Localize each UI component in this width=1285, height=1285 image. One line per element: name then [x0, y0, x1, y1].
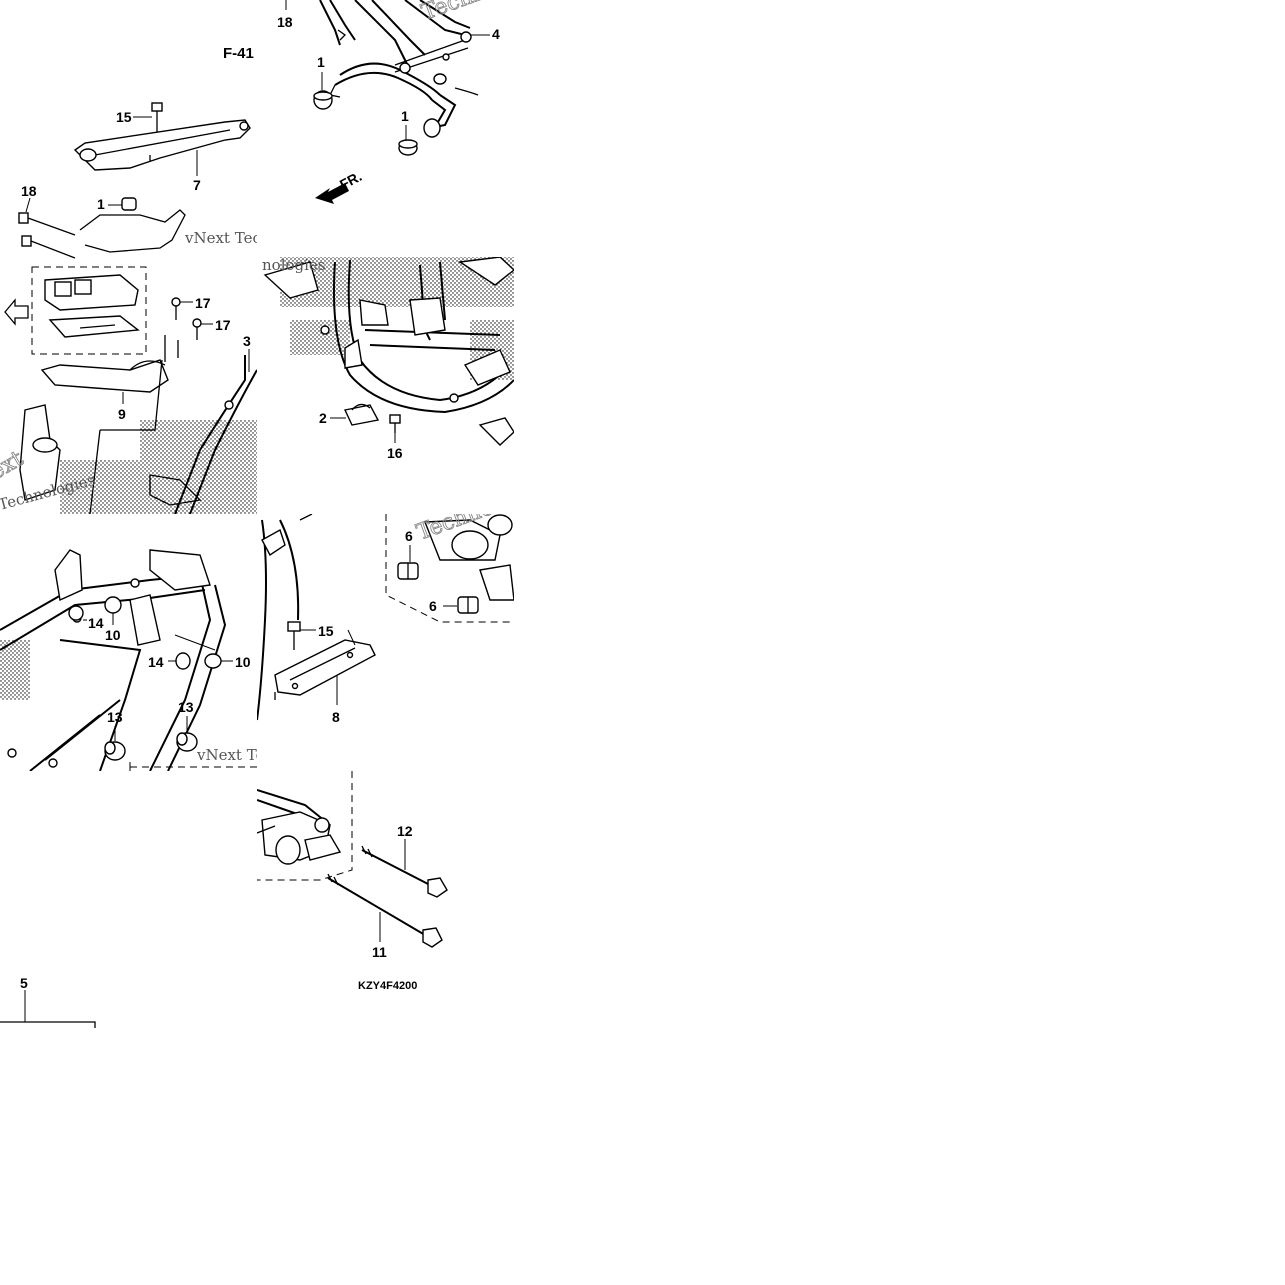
callout-7: 7 [193, 177, 201, 193]
drawing-code: KZY4F4200 [358, 980, 417, 992]
watermark: vNext Tec [184, 229, 261, 247]
callout-6: 6 [405, 528, 413, 544]
callout-13: 13 [178, 699, 194, 715]
bushing-part-1-left [313, 90, 333, 110]
bolt-part-15 [287, 621, 301, 650]
long-bolt-11 [327, 873, 443, 948]
collar-part-13-right [176, 732, 198, 752]
mount-rubber-6-lower [457, 596, 479, 614]
bushing-part-1-right [398, 139, 418, 156]
watermark: nologies [262, 256, 326, 274]
callout-14: 14 [148, 654, 164, 670]
callout-12: 12 [397, 823, 413, 839]
callout-6: 6 [429, 598, 437, 614]
callout-15: 15 [318, 623, 334, 639]
callout-5: 5 [20, 975, 28, 991]
tile-fragment: 5 [0, 975, 96, 1028]
long-bolt-12 [361, 845, 448, 898]
callout-9: 9 [118, 406, 126, 422]
callout-16: 16 [387, 445, 403, 461]
callout-4: 4 [492, 26, 500, 42]
tile-mount-bracket: 6 6 15 8 Technologies [257, 514, 514, 725]
ecu-unit [44, 274, 140, 338]
callout-18: 18 [21, 183, 37, 199]
tile-long-bolts: 12 11 KZY4F4200 [257, 771, 448, 992]
callout-3: 3 [243, 333, 251, 349]
tile-main-frame: 2 16 nologies [262, 256, 514, 461]
clamp-part-2 [343, 403, 380, 426]
callout-10: 10 [105, 627, 121, 643]
callout-10: 10 [235, 654, 251, 670]
callout-14: 14 [88, 615, 104, 631]
callout-17: 17 [195, 295, 211, 311]
mount-rubber-6-upper [397, 562, 419, 580]
callout-17: 17 [215, 317, 231, 333]
callout-1: 1 [97, 196, 105, 212]
callout-13: 13 [107, 709, 123, 725]
callout-2: 2 [319, 410, 327, 426]
bracket-part-8 [274, 639, 376, 700]
callout-11: 11 [372, 944, 387, 960]
tile-ecu-bracket: F-41 15 7 18 1 vNext Tec [0, 45, 261, 514]
callout-18: 18 [277, 14, 293, 30]
collar-part-13-left [104, 741, 126, 761]
callout-1: 1 [401, 108, 409, 124]
watermark: vNext Tec [196, 746, 273, 764]
tile-upper-frame: FR. 18 4 1 1 Technologies [277, 0, 564, 204]
bolt-part-18 [18, 212, 76, 259]
tile-lower-frame: 14 10 14 10 13 13 vNext Tec [0, 549, 273, 771]
callout-15: 15 [116, 109, 132, 125]
figure-label: F-41 [223, 45, 254, 62]
callout-1: 1 [317, 54, 325, 70]
callout-8: 8 [332, 709, 340, 725]
front-direction-arrow: FR. [315, 168, 364, 204]
watermark: Technologies [419, 0, 564, 26]
bolt-part-16 [389, 414, 401, 433]
